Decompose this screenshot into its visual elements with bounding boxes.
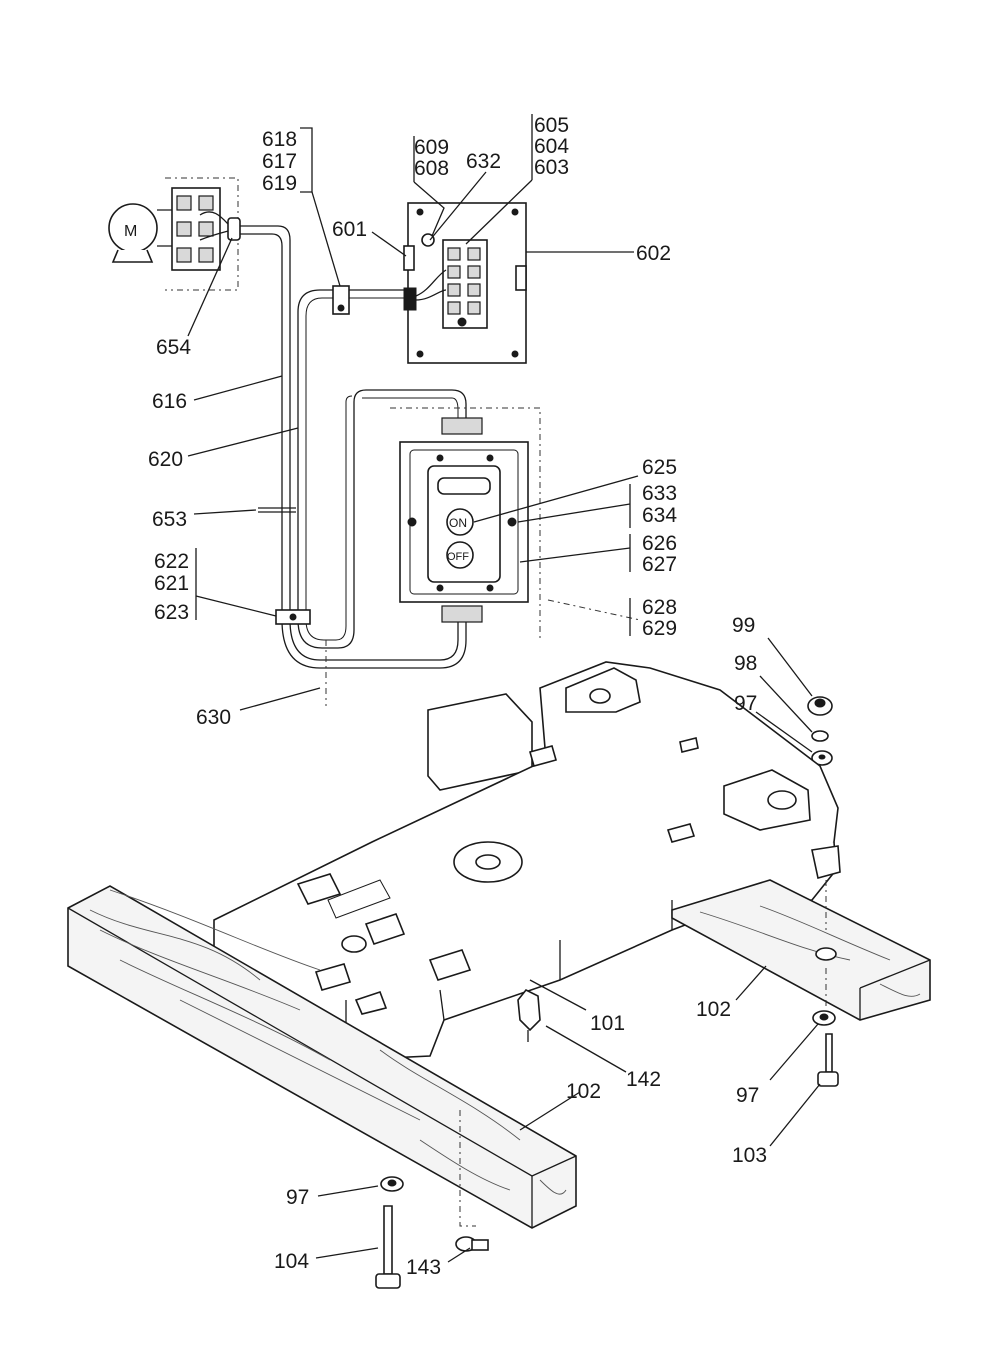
cable-gland-601	[403, 245, 415, 271]
label-102-right: 102	[696, 998, 731, 1021]
inlet-gland	[403, 287, 417, 311]
label-97-left: 97	[286, 1186, 309, 1209]
label-626: 626	[642, 532, 677, 555]
wood-beam-102-left	[67, 885, 577, 1229]
washer-97-right	[812, 1010, 836, 1026]
label-653: 653	[152, 508, 187, 531]
label-616: 616	[152, 390, 187, 413]
off-button	[446, 541, 474, 569]
label-602: 602	[636, 242, 671, 265]
bolt-104	[375, 1205, 401, 1289]
motor-terminal-block	[165, 177, 239, 291]
label-633: 633	[642, 482, 677, 505]
bolt-103	[817, 1033, 839, 1087]
on-button-label: ON	[449, 516, 467, 530]
machine-base-101	[213, 661, 841, 1061]
cable-gland-602	[515, 265, 527, 291]
label-608: 608	[414, 157, 449, 180]
label-609: 609	[414, 136, 449, 159]
label-142: 142	[626, 1068, 661, 1091]
wood-beam-102-right	[671, 879, 931, 1021]
label-628: 628	[642, 596, 677, 619]
label-98: 98	[734, 652, 757, 675]
off-button-label: OFF	[447, 551, 469, 563]
on-button	[446, 508, 474, 536]
nut-washer-stack	[807, 696, 833, 766]
label-104: 104	[274, 1250, 309, 1273]
label-605: 605	[534, 114, 569, 137]
label-603: 603	[534, 156, 569, 179]
label-622: 622	[154, 550, 189, 573]
label-601: 601	[332, 218, 367, 241]
cable-620	[297, 289, 467, 649]
label-619: 619	[262, 172, 297, 195]
cable-tie-653	[258, 507, 296, 513]
cable-clip-618	[332, 285, 350, 315]
lower-gland	[441, 605, 483, 623]
label-620: 620	[148, 448, 183, 471]
cable-gland	[227, 217, 241, 241]
label-634: 634	[642, 504, 677, 527]
ground-screw-632	[421, 233, 435, 247]
label-627: 627	[642, 553, 677, 576]
label-604: 604	[534, 135, 569, 158]
label-623: 623	[154, 601, 189, 624]
label-102-left: 102	[566, 1080, 601, 1103]
screw-143	[455, 1236, 489, 1252]
label-97-right: 97	[736, 1084, 759, 1107]
label-625: 625	[642, 456, 677, 479]
label-630: 630	[196, 706, 231, 729]
label-654: 654	[156, 336, 191, 359]
adjusting-foot-142	[517, 988, 541, 1032]
part-number-labels: 618 617 619 609 608 632 605 604 603 601 …	[148, 114, 767, 1279]
label-97-top: 97	[734, 692, 757, 715]
label-101: 101	[590, 1012, 625, 1035]
label-621: 621	[154, 572, 189, 595]
label-632: 632	[466, 150, 501, 173]
label-103: 103	[732, 1144, 767, 1167]
label-617: 617	[262, 150, 297, 173]
motor-symbol: M	[124, 223, 137, 240]
upper-gland	[441, 417, 483, 435]
leader-lines	[187, 114, 827, 1263]
cable-616	[240, 225, 467, 669]
label-629: 629	[642, 617, 677, 640]
motor: M	[108, 203, 175, 263]
junction-box	[403, 202, 527, 364]
label-618: 618	[262, 128, 297, 151]
label-99: 99	[732, 614, 755, 637]
label-143: 143	[406, 1256, 441, 1279]
switch-assembly: ON OFF	[390, 407, 541, 640]
washer-97-left	[380, 1176, 404, 1192]
